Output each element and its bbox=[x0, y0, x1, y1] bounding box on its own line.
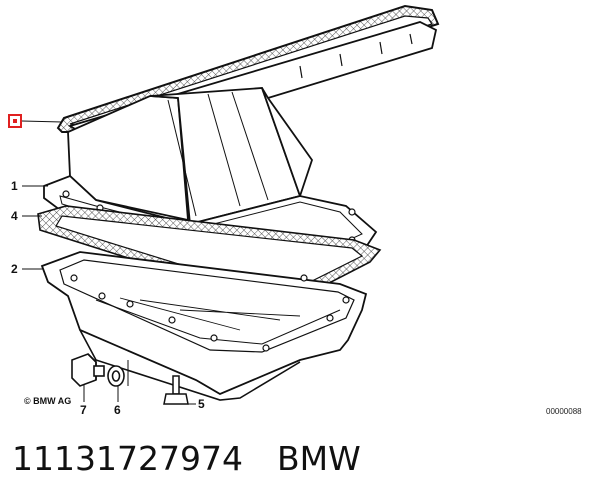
leader-lines bbox=[21, 120, 196, 405]
parts-diagram: 1 4 2 7 6 5 © BMW AG 00000088 bbox=[8, 4, 582, 417]
part-number: 11131727974 bbox=[12, 439, 243, 478]
image-number: 00000088 bbox=[546, 407, 582, 416]
upper-oil-pan bbox=[43, 21, 438, 273]
callout-1[interactable]: 1 bbox=[11, 179, 18, 193]
callout-5[interactable]: 5 bbox=[198, 397, 205, 411]
callout-6[interactable]: 6 bbox=[114, 403, 121, 417]
lower-oil-pan bbox=[40, 251, 368, 401]
sealing-washer bbox=[107, 365, 125, 387]
callout-4[interactable]: 4 bbox=[11, 209, 18, 223]
pan-gasket bbox=[37, 205, 382, 299]
callout-highlight[interactable] bbox=[8, 114, 22, 128]
copyright-text: © BMW AG bbox=[24, 396, 71, 406]
callout-7[interactable]: 7 bbox=[80, 403, 87, 417]
callout-2[interactable]: 2 bbox=[11, 262, 18, 276]
drain-plug bbox=[71, 353, 105, 387]
brand-name: BMW bbox=[276, 439, 361, 478]
part-caption: 11131727974 BMW bbox=[12, 437, 592, 487]
hex-bolt bbox=[163, 375, 189, 405]
